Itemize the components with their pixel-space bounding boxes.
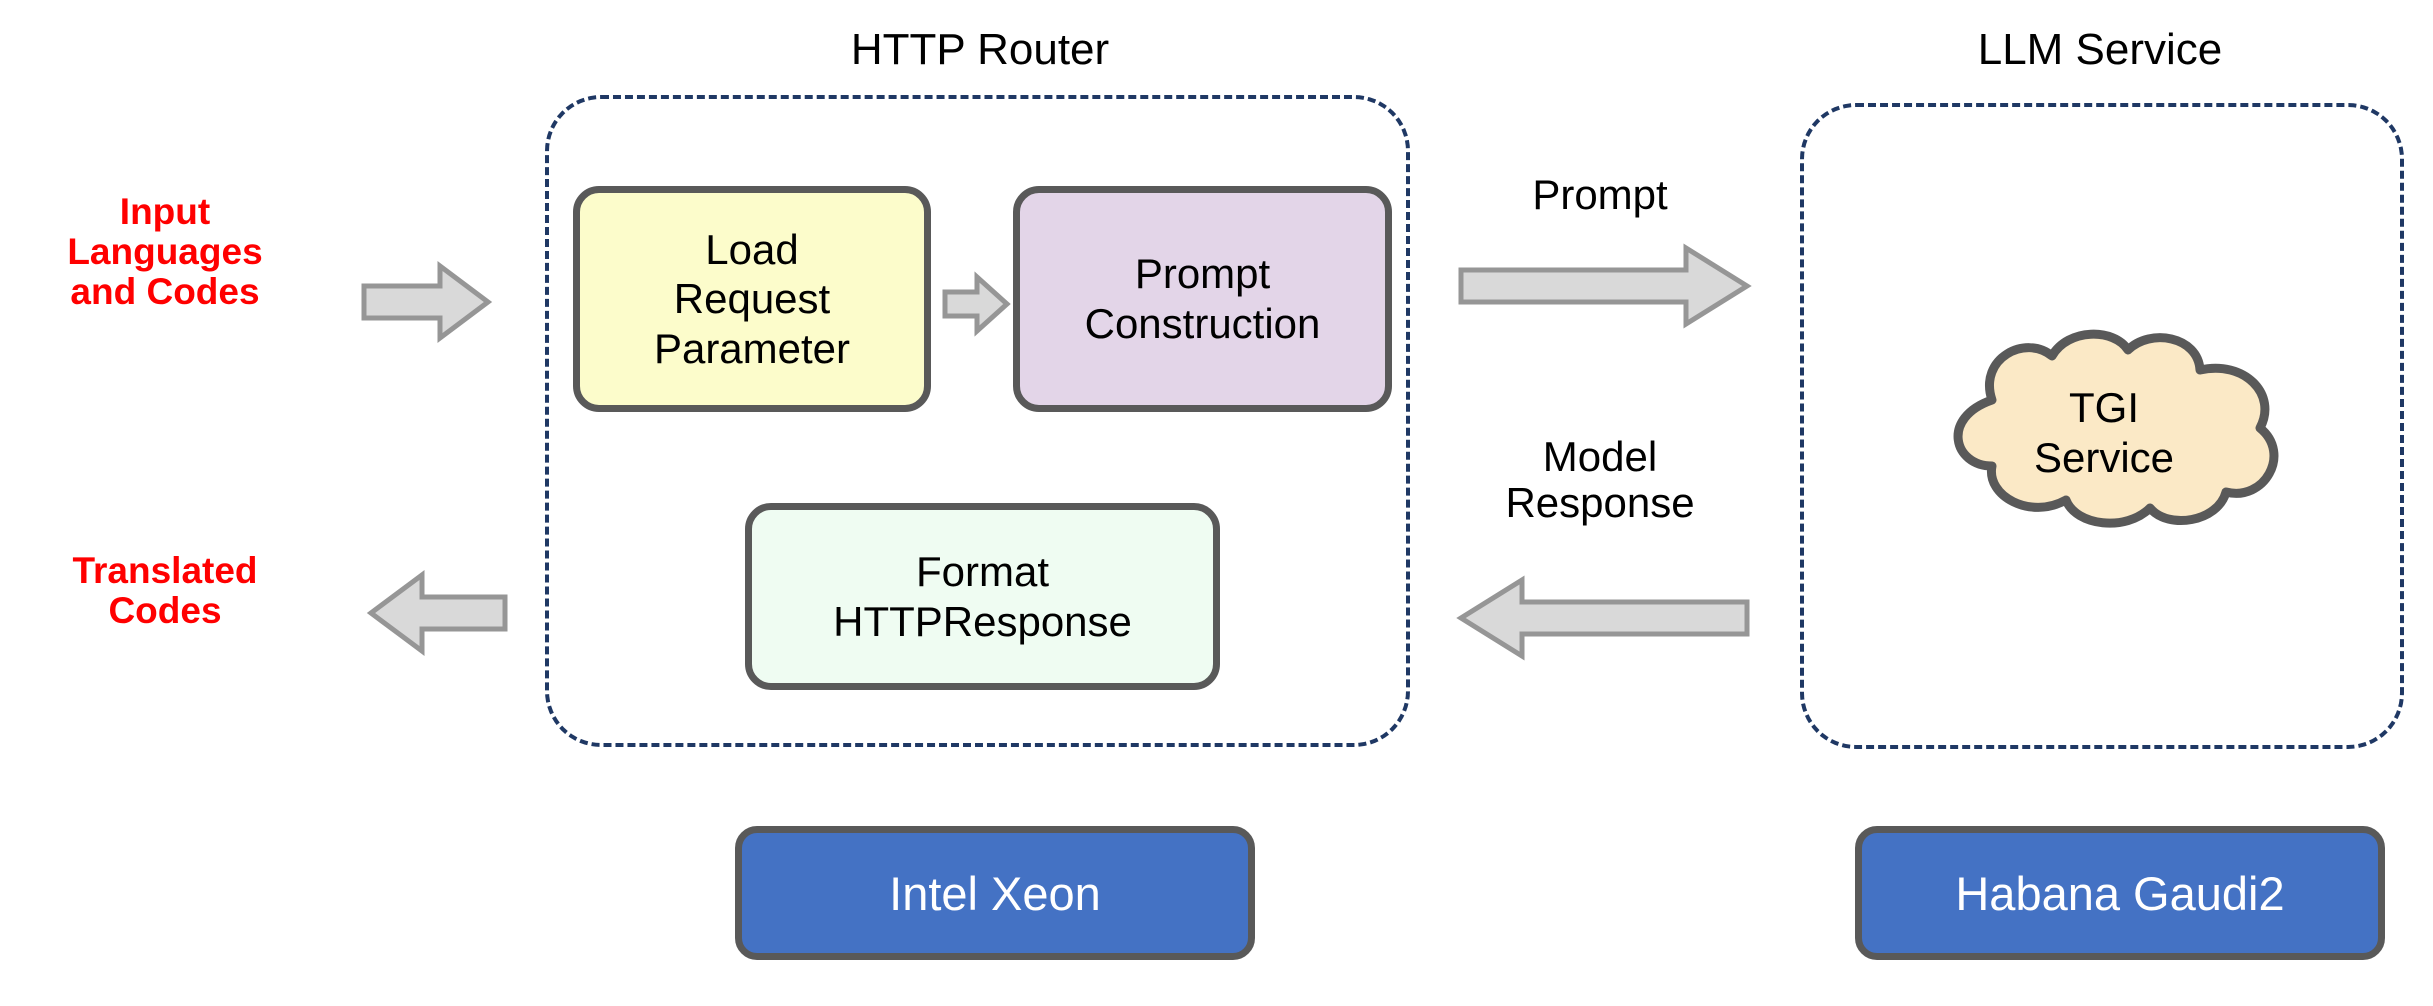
internal-flow-arrow — [942, 271, 1011, 337]
node-format-httpresponse[interactable]: Format HTTPResponse — [745, 503, 1220, 690]
input-flow-arrow — [361, 261, 493, 343]
llm-service-boundary — [1800, 103, 2404, 749]
hardware-intel-xeon[interactable]: Intel Xeon — [735, 826, 1255, 960]
prompt-flow-arrow — [1458, 243, 1752, 329]
cloud-icon — [1953, 329, 2279, 528]
output-flow-arrow — [366, 570, 508, 656]
node-tgi-service[interactable]: TGI Service — [1900, 329, 2308, 530]
node-prompt-construction[interactable]: Prompt Construction — [1013, 186, 1392, 412]
llm-service-title: LLM Service — [1977, 25, 2223, 74]
translated-codes-label: Translated Codes — [72, 550, 258, 631]
prompt-flow-label: Prompt — [1532, 171, 1668, 218]
model-response-flow-label: Model Response — [1505, 433, 1695, 527]
tgi-service-label: TGI Service — [2033, 384, 2175, 481]
input-languages-and-codes-label: Input Languages and Codes — [67, 191, 263, 312]
http-router-boundary — [545, 95, 1410, 747]
model-response-flow-arrow — [1456, 575, 1750, 661]
hardware-habana-gaudi2[interactable]: Habana Gaudi2 — [1855, 826, 2385, 960]
node-load-request-parameter[interactable]: Load Request Parameter — [573, 186, 931, 412]
http-router-title: HTTP Router — [850, 25, 1110, 74]
